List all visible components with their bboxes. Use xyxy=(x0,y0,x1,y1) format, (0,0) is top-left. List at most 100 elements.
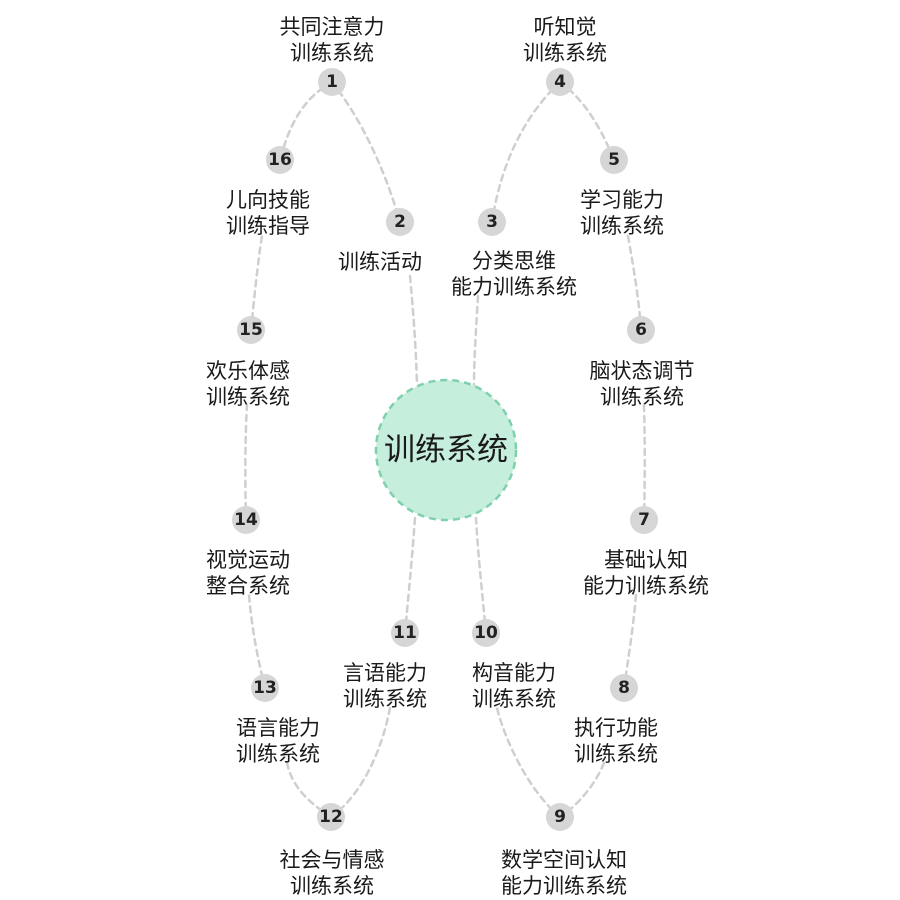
node-label-line: 能力训练系统 xyxy=(583,574,709,598)
node-label-line: 语言能力 xyxy=(236,716,320,740)
node-number: 11 xyxy=(393,623,417,643)
node-label-line: 训练系统 xyxy=(523,41,607,65)
node-label-line: 脑状态调节 xyxy=(590,359,695,383)
connector-5-6 xyxy=(626,234,643,332)
node-badge xyxy=(386,208,414,236)
node-badge xyxy=(610,674,638,702)
node-number: 1 xyxy=(326,72,338,92)
node-number: 15 xyxy=(239,320,263,340)
node-badge xyxy=(546,803,574,831)
node-number: 14 xyxy=(234,510,258,530)
connector-9-10 xyxy=(495,706,562,819)
node-label-line: 能力训练系统 xyxy=(501,874,627,898)
node-label-line: 训练系统 xyxy=(574,742,658,766)
node-label-line: 训练系统 xyxy=(472,687,556,711)
node-number: 3 xyxy=(486,212,498,232)
node-label-line: 训练系统 xyxy=(600,385,684,409)
node-label-line: 言语能力 xyxy=(343,661,427,685)
connector-center-11 xyxy=(403,516,417,635)
connector-1-2 xyxy=(330,80,402,224)
node-label-line: 训练系统 xyxy=(343,687,427,711)
node-badge xyxy=(237,316,265,344)
connector-13-14 xyxy=(247,593,267,690)
node-label-line: 训练指导 xyxy=(226,214,310,238)
connector-4-5 xyxy=(558,80,616,162)
center-label: 训练系统 xyxy=(384,432,508,468)
connector-8-9 xyxy=(558,761,606,819)
node-2: 2 训练活动 xyxy=(338,208,422,274)
node-label-line: 训练系统 xyxy=(236,742,320,766)
node-badge xyxy=(317,803,345,831)
node-number: 5 xyxy=(608,150,620,170)
node-badge xyxy=(627,316,655,344)
node-label-line: 能力训练系统 xyxy=(451,275,577,299)
node-label-line: 训练系统 xyxy=(290,41,374,65)
node-badge xyxy=(630,506,658,534)
node-number: 2 xyxy=(394,212,406,232)
connector-15-16 xyxy=(249,234,264,332)
node-label-line: 训练系统 xyxy=(206,385,290,409)
connector-3-center xyxy=(472,294,480,387)
connector-14-15 xyxy=(244,403,249,522)
node-label-line: 训练系统 xyxy=(580,214,664,238)
node-label-line: 基础认知 xyxy=(604,548,688,572)
node-label-line: 训练活动 xyxy=(338,250,422,274)
connector-6-7 xyxy=(642,403,646,522)
node-number: 6 xyxy=(635,320,647,340)
node-badge xyxy=(478,208,506,236)
center-circle xyxy=(374,378,518,522)
connector-10-center xyxy=(474,516,488,635)
node-number: 13 xyxy=(253,678,277,698)
node-badge xyxy=(546,68,574,96)
node-label-line: 整合系统 xyxy=(206,574,290,598)
connector-12-13 xyxy=(285,761,333,819)
node-badge xyxy=(232,506,260,534)
node-number: 16 xyxy=(268,150,292,170)
node-label-line: 构音能力 xyxy=(472,661,556,685)
node-badge xyxy=(251,674,279,702)
node-label-line: 共同注意力 xyxy=(280,15,385,39)
node-number: 4 xyxy=(554,72,566,92)
node-label-line: 视觉运动 xyxy=(206,548,290,572)
node-label-line: 学习能力 xyxy=(580,188,664,212)
node-label-line: 社会与情感 xyxy=(280,848,385,872)
node-label-line: 儿向技能 xyxy=(226,188,310,212)
connector-1-16 xyxy=(278,80,334,162)
node-number: 7 xyxy=(638,510,650,530)
node-badge xyxy=(266,146,294,174)
node-label-line: 执行功能 xyxy=(574,716,658,740)
node-number: 9 xyxy=(554,807,566,827)
node-number: 12 xyxy=(319,807,343,827)
center-node: 训练系统 xyxy=(374,378,518,522)
connector-2-center xyxy=(408,274,419,387)
node-label-line: 数学空间认知 xyxy=(501,848,627,872)
connector-4-3 xyxy=(490,80,562,224)
node-badge xyxy=(391,619,419,647)
node-number: 10 xyxy=(474,623,498,643)
node-badge xyxy=(600,146,628,174)
connector-11-12 xyxy=(329,706,392,819)
node-list: 1共同注意力训练系统2训练活动3分类思维能力训练系统4听知觉训练系统5学习能力训… xyxy=(206,15,709,898)
node-label-line: 欢乐体感 xyxy=(206,359,290,383)
node-number: 8 xyxy=(618,678,630,698)
connector-7-8 xyxy=(622,593,638,690)
node-label-line: 训练系统 xyxy=(290,874,374,898)
node-label-line: 听知觉 xyxy=(534,15,597,39)
node-badge xyxy=(472,619,500,647)
